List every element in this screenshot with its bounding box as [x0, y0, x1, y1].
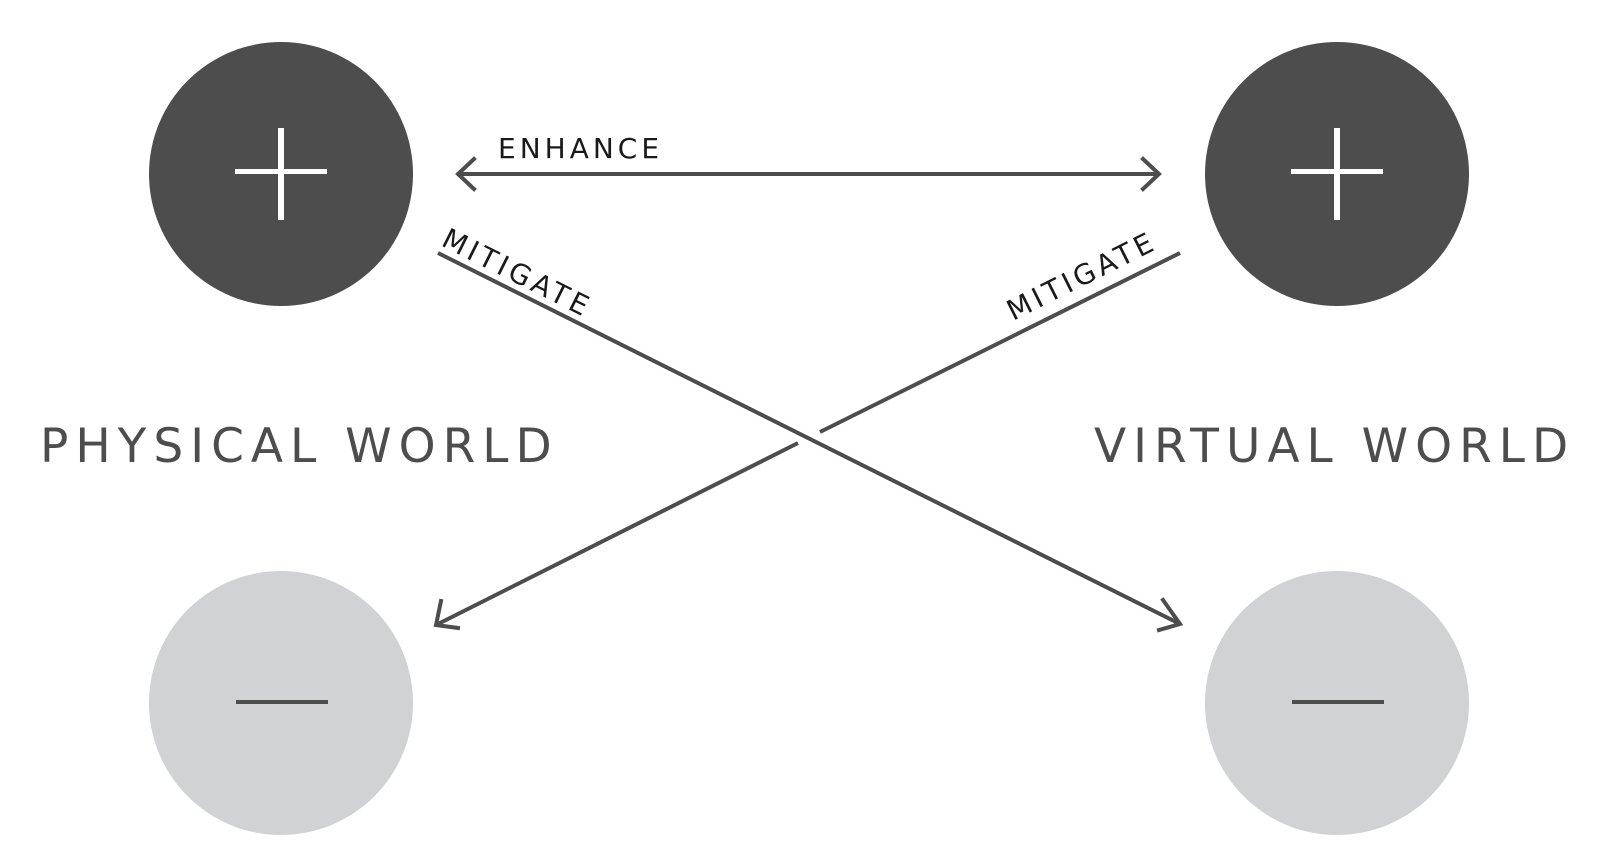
arrow-head-bottom-right	[1156, 597, 1184, 633]
arrow-head-right	[1140, 156, 1162, 192]
arrow-head-left	[455, 156, 477, 192]
plus-icon	[1291, 128, 1383, 220]
minus-icon	[236, 700, 328, 704]
mitigate-arrow-physical-to-virtual	[437, 251, 1184, 633]
enhance-arrow	[455, 156, 1162, 192]
virtual-positive-node	[1205, 42, 1469, 306]
mitigate-label-left: MITIGATE	[437, 222, 598, 325]
physical-negative-node	[149, 571, 413, 835]
physical-world-label: PHYSICAL WORLD	[40, 419, 559, 474]
minus-icon	[1292, 700, 1384, 704]
physical-positive-node	[149, 42, 413, 306]
virtual-negative-node	[1205, 571, 1469, 835]
arrow-head-bottom-left	[433, 598, 461, 631]
virtual-world-label: VIRTUAL WORLD	[1094, 419, 1575, 474]
enhance-label: ENHANCE	[498, 132, 663, 165]
mitigate-arrow-virtual-to-physical	[433, 251, 1181, 631]
plus-icon	[235, 128, 327, 220]
